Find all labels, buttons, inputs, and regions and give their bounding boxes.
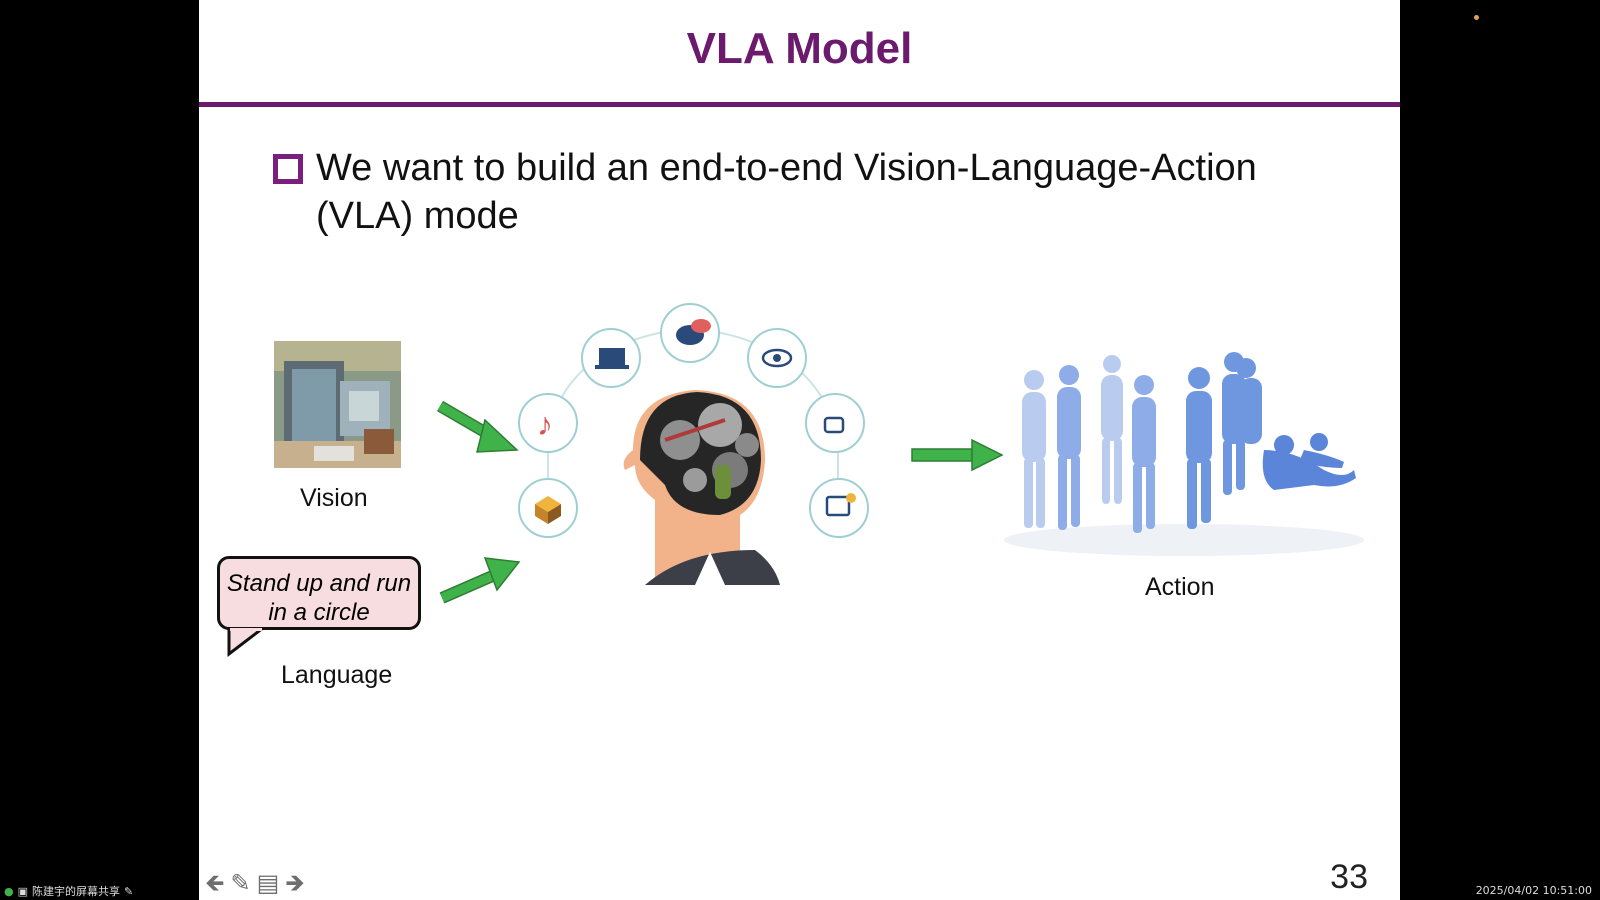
slideshow-controls: 🡸 ✎ ▤ 🡺: [205, 872, 305, 896]
language-label: Language: [281, 661, 393, 689]
arrow-vision-to-brain-icon: [436, 400, 519, 453]
speech-text: Stand up and run in a circle: [226, 570, 412, 626]
action-label: Action: [1145, 573, 1215, 601]
screen-share-status: ● ▣ 陈建宇的屏幕共享 ✎: [4, 883, 133, 899]
notification-dot: [1474, 15, 1479, 20]
screen-share-label: 陈建宇的屏幕共享: [32, 885, 121, 898]
arrow-brain-to-action-icon: [911, 438, 1004, 472]
previous-slide-icon[interactable]: 🡸: [205, 870, 225, 897]
vision-label: Vision: [300, 484, 368, 512]
timestamp: 2025/04/02 10:51:00: [1475, 884, 1592, 897]
brain-gear-illustration: ♪: [518, 303, 869, 585]
screen-share-icon: ▣: [17, 884, 29, 898]
humanoid-motion-figures: [1004, 352, 1364, 556]
slide: VLA Model We want to build an end-to-end…: [199, 0, 1400, 900]
title-divider: [199, 102, 1400, 107]
speech-bubble: Stand up and run in a circle: [217, 556, 421, 630]
speech-bubble-tail: [227, 628, 266, 658]
mic-icon[interactable]: ●: [4, 884, 14, 898]
slide-menu-icon[interactable]: ▤: [256, 870, 280, 897]
pen-tool-icon[interactable]: ✎: [230, 870, 251, 897]
bullet-text: We want to build an end-to-end Vision-La…: [316, 147, 1257, 237]
annotate-pen-icon[interactable]: ✎: [124, 884, 134, 898]
arrow-language-to-brain-icon: [439, 557, 521, 604]
vision-room-image: [274, 341, 401, 468]
next-slide-icon[interactable]: 🡺: [285, 870, 305, 897]
bullet-square-icon: [273, 154, 303, 184]
slide-title: VLA Model: [686, 24, 913, 73]
svg-text:♪: ♪: [537, 406, 553, 442]
page-number: 33: [1330, 858, 1368, 896]
